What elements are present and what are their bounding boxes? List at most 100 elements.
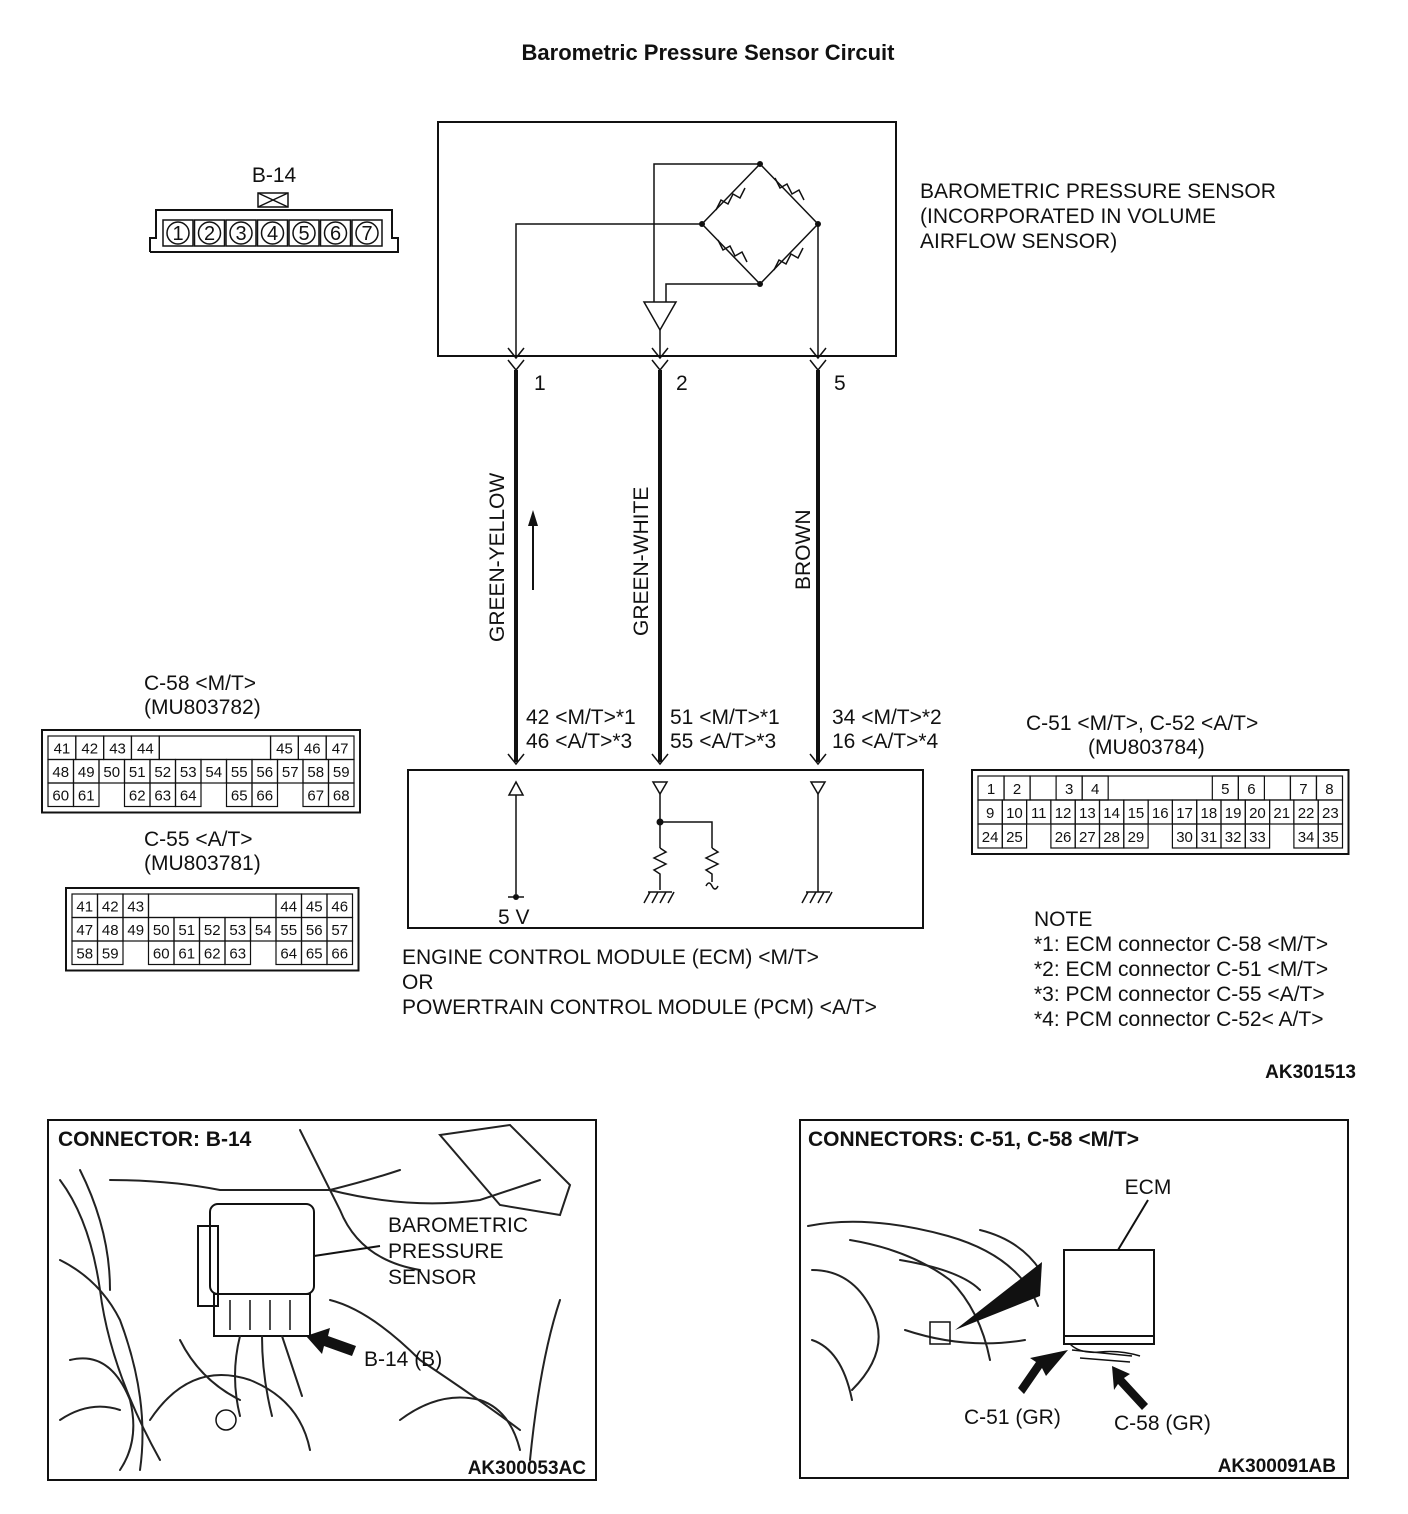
connector-pin-number: 15	[1128, 805, 1145, 822]
connector-pin-number: 34	[1298, 829, 1315, 846]
connector-pin-number: 26	[1055, 829, 1072, 846]
resistor-icon	[717, 239, 748, 263]
connector-pin-number: 51	[129, 764, 146, 781]
connector-pin-number: 62	[129, 788, 146, 805]
connector-pin-number: 29	[1128, 829, 1145, 846]
connector-pin-number: 64	[280, 946, 297, 963]
c51-label: C-51 (GR)	[964, 1406, 1061, 1429]
connector-pin-number: 19	[1225, 805, 1242, 822]
resistor-icon	[715, 187, 746, 211]
connector-pin-number: 17	[1176, 805, 1193, 822]
connector-pin-number: 9	[986, 805, 994, 822]
connector-pin-number: 33	[1249, 829, 1266, 846]
b14-pin-number: 7	[361, 223, 372, 245]
callout-leader	[1117, 1199, 1149, 1251]
terminal-arrow-icon	[651, 753, 669, 766]
terminal-arrow-icon	[507, 359, 525, 372]
connector-pin-number: 48	[52, 764, 69, 781]
connector-pin-number: 3	[1065, 781, 1073, 798]
sensor-label: BAROMETRIC PRESSURE SENSOR (INCORPORATED…	[920, 180, 1282, 253]
resistor-icon	[704, 847, 720, 882]
connector-pin-cell	[327, 782, 355, 808]
b14-pin-number: 5	[298, 223, 309, 245]
connector-label: B-14 (B)	[364, 1348, 442, 1371]
connector-pin-number: 16	[1152, 805, 1169, 822]
connector-pin-number: 12	[1055, 805, 1072, 822]
connector-pin-number: 52	[204, 922, 221, 939]
connector-pin-number: 59	[333, 764, 350, 781]
connector-pin-cell	[251, 782, 279, 808]
wire-color-label: BROWN	[792, 510, 815, 591]
connector-pin-number: 25	[1006, 829, 1023, 846]
connector-pin-number: 60	[153, 946, 170, 963]
terminal-arrow-icon	[651, 359, 669, 372]
connector-pin-number: 49	[78, 764, 95, 781]
dashboard-illustration	[807, 1199, 1155, 1401]
terminal-arrow-icon	[809, 753, 827, 766]
connector-pin-number: 41	[54, 741, 71, 758]
connector-pin-number: 22	[1298, 805, 1315, 822]
connector-b14-panel	[47, 1119, 597, 1481]
connector-pin-number: 28	[1103, 829, 1120, 846]
connector-pin-number: 7	[1299, 781, 1307, 798]
b14-pin-number: 4	[267, 223, 278, 245]
arrowhead-icon	[528, 510, 538, 526]
resistor-icon	[652, 847, 668, 890]
pointer-arrow-icon	[306, 1328, 356, 1356]
c58-label: C-58 (GR)	[1114, 1412, 1211, 1435]
connector-pin-number: 18	[1201, 805, 1218, 822]
connector-pin-cell	[1244, 823, 1271, 849]
connector-pin-cell	[1317, 823, 1344, 849]
connector-key-slot	[1029, 775, 1292, 801]
connector-pin-number: 30	[1176, 829, 1193, 846]
connector-pin-number: 68	[333, 788, 350, 805]
diagram-title: Barometric Pressure Sensor Circuit	[522, 40, 896, 65]
connector-pin-cell	[1001, 823, 1028, 849]
connector-pin-number: 11	[1031, 805, 1047, 822]
b14-pin-circle	[229, 221, 253, 245]
bridge-circuit	[515, 161, 821, 356]
supply-voltage-label: 5 V	[498, 906, 530, 929]
figure-id: AK300091AB	[1218, 1456, 1336, 1477]
resistor-icon	[773, 247, 804, 271]
b14-pin-circle	[323, 221, 348, 245]
connector-pin-number: 45	[276, 741, 293, 758]
connector-pin-number: 61	[178, 946, 195, 963]
connector-pin-number: 24	[982, 829, 999, 846]
connector-pin-number: 44	[280, 899, 297, 916]
ecm-callout: ECM	[1125, 1176, 1172, 1199]
connector-pin-number: 35	[1322, 829, 1339, 846]
b14-pin-cell	[256, 219, 289, 247]
sensor-pin-2: 2	[676, 372, 688, 395]
connector-pin-cell	[174, 782, 202, 808]
sensor-pin-5: 5	[834, 372, 846, 395]
b14-pin-circle	[166, 221, 190, 245]
connector-pin-number: 4	[1091, 781, 1099, 798]
connector-pin-number: 59	[102, 946, 119, 963]
connector-pin-number: 67	[307, 788, 324, 805]
connector-pin-number: 43	[127, 899, 144, 916]
connector-pin-number: 54	[255, 922, 272, 939]
terminal-arrow-icon	[507, 347, 525, 360]
connector-pin-number: 46	[331, 899, 348, 916]
connector-pin-number: 45	[306, 899, 323, 916]
connector-outline	[65, 887, 360, 972]
figure-id: AK300053AC	[468, 1458, 587, 1479]
connector-pin-number: 57	[331, 922, 348, 939]
note-block: NOTE *1: ECM connector C-58 <M/T> *2: EC…	[1034, 908, 1334, 1031]
connector-pin-number: 42	[81, 741, 98, 758]
terminal-arrow-icon	[809, 347, 827, 360]
b14-pin-number: 6	[330, 223, 341, 245]
connector-pin-cell	[96, 940, 124, 966]
connector-pin-number: 10	[1006, 805, 1023, 822]
connector-pin-number: 8	[1325, 781, 1333, 798]
connector-pin-number: 63	[154, 788, 171, 805]
connector-pin-number: 65	[231, 788, 248, 805]
connector-pin-number: 43	[109, 741, 126, 758]
c58-title: C-58 <M/T> (MU803782)	[144, 672, 262, 719]
connector-pin-cell	[72, 782, 100, 808]
c51-title: C-51 <M/T>, C-52 <A/T> (MU803784)	[1026, 712, 1264, 759]
